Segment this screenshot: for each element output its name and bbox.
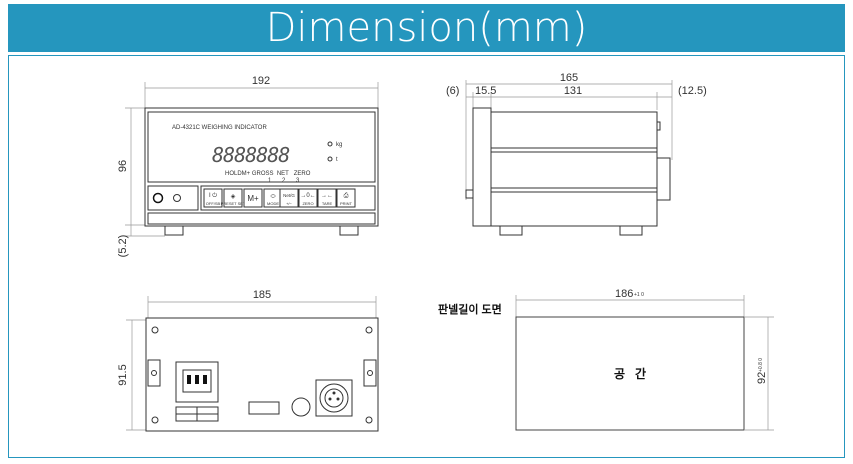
key-print[interactable]: ⎙ [344,192,349,199]
key-label: PRESET SET [221,201,246,206]
annunciator-labels: HOLDM+ GROSS NET ZERO [225,171,311,177]
grommet-icon [291,397,311,417]
key-tare[interactable]: →← [321,193,333,199]
serial-port-icon [248,401,280,415]
side-front-dim: 15.5 [475,85,496,97]
key-label: PRINT [340,201,353,206]
cutout-height-tol: +0.8 0 [758,358,764,372]
power-lamp-icon [152,192,164,204]
front-width-dim: 192 [252,75,270,87]
front-view: 192 96 (5.2) AD-4321C WEIGHING INDICATOR… [117,75,379,258]
rear-height-dim: 91.5 [117,364,129,385]
page-title: Dimension(mm) [8,4,845,52]
front-keys: I ⏻OFF/SB ◈PRESET SET M+ ⬭MODE Net/G+/− … [203,188,356,208]
content-frame [8,55,845,458]
side-right-offset: (12.5) [678,85,707,97]
panel-cutout: 판넬길이 도면 186 +1 0 공 간 92 +0.8 0 [438,288,774,431]
side-view: 165 (6) 15.5 131 (12.5) [446,72,707,236]
space-label: 공 간 [614,366,646,381]
key-label: ZERO [302,201,313,206]
annunciator-number: 1 [268,178,272,184]
cutout-height-dim: 92 [756,372,768,384]
key-preset[interactable]: ◈ [231,194,236,200]
side-left-offset: (6) [446,85,459,97]
unit-t-label: t [336,157,338,163]
panel-cutout-label: 판넬길이 도면 [438,302,502,316]
key-label: TARE [322,201,333,206]
rear-view: 185 91.5 [117,289,379,432]
front-height-dim: 96 [117,160,129,172]
front-foot-dim: (5.2) [117,235,129,258]
cutout-width-dim: 186 [615,288,633,300]
annunciator-number: 3 [296,178,300,184]
unit-kg-label: kg [336,142,342,148]
key-label: OFF/SB [206,201,221,206]
key-net-gross[interactable]: Net/G [283,193,295,198]
side-total-dim: 165 [560,72,578,84]
key-power[interactable]: I ⏻ [209,192,217,199]
rear-width-dim: 185 [253,289,271,301]
annunciator-number: 2 [282,178,286,184]
key-zero[interactable]: →0← [300,193,315,199]
weight-display: 8888888 [212,143,289,167]
key-label: +/− [286,201,292,206]
cutout-width-tol: +1 0 [634,292,644,298]
key-m-plus[interactable]: M+ [247,194,259,203]
model-label: AD-4321C WEIGHING INDICATOR [172,125,267,131]
key-mode[interactable]: ⬭ [270,194,276,200]
side-body-dim: 131 [564,85,582,97]
key-label: MODE [267,201,279,206]
